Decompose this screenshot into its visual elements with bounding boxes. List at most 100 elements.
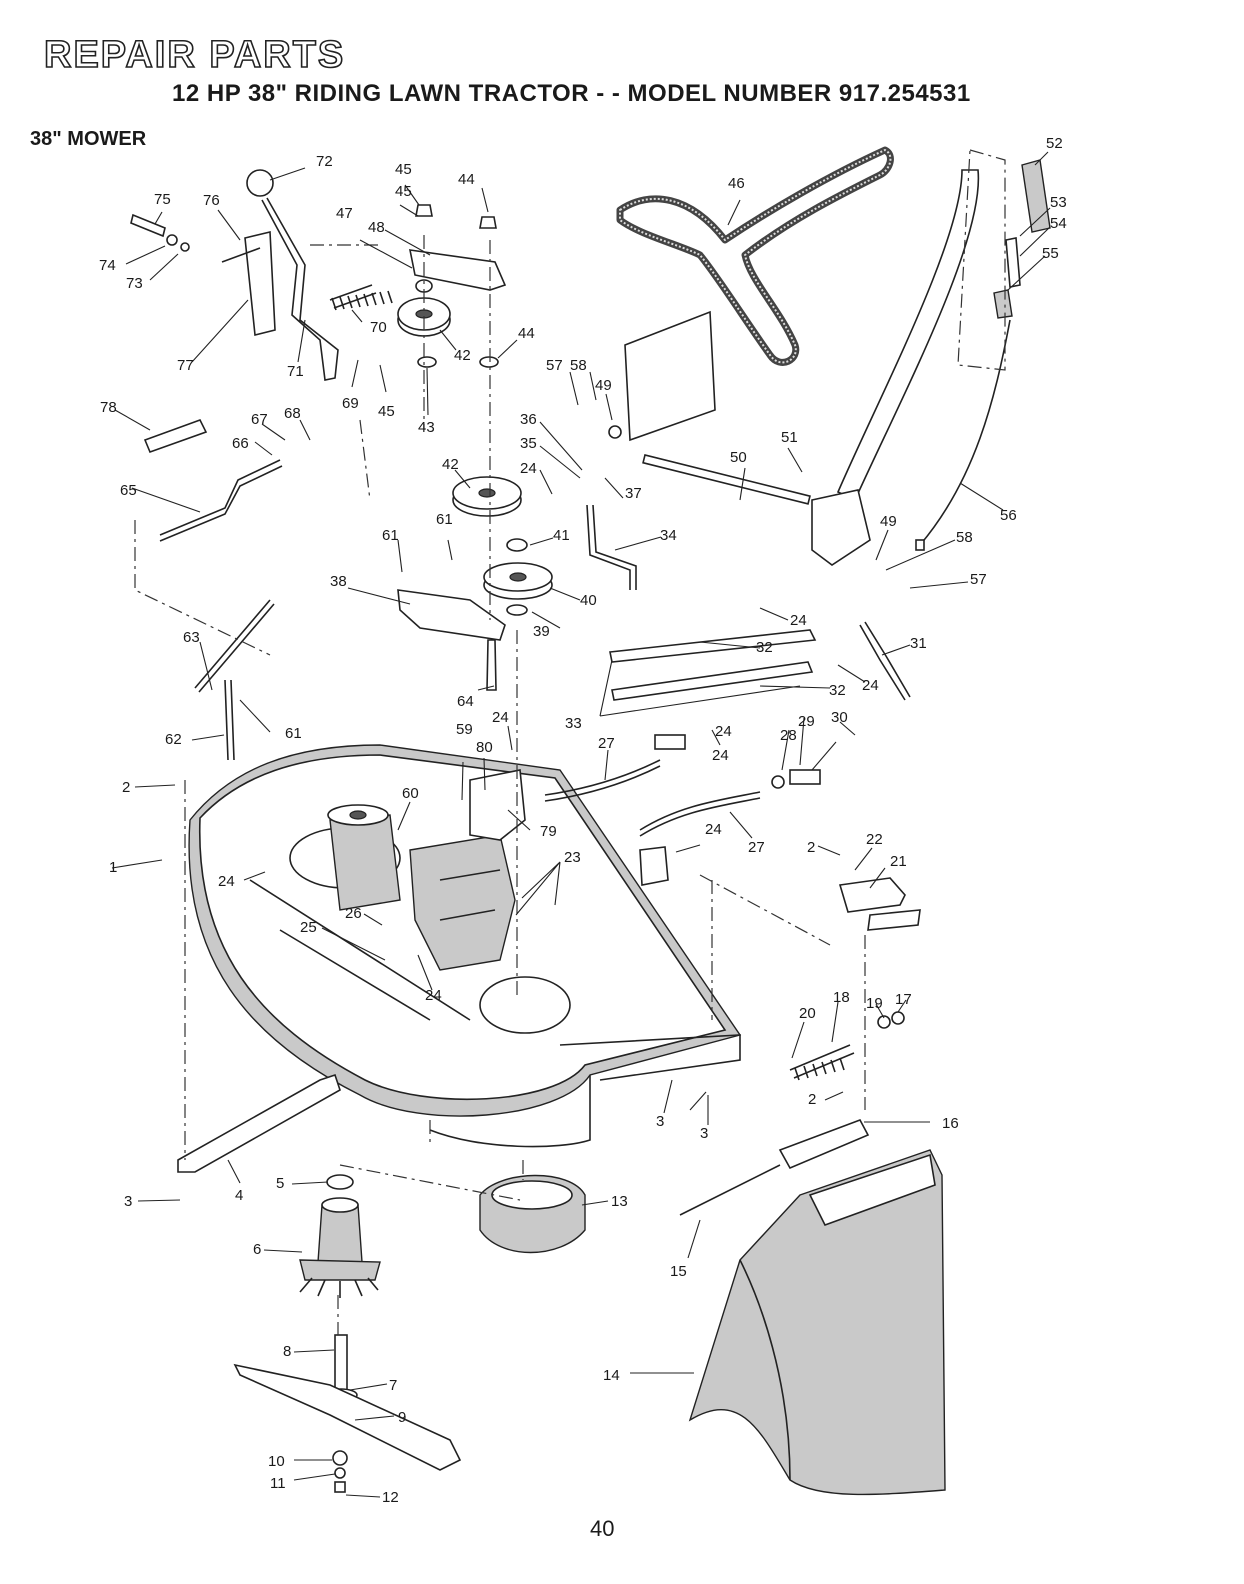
bolt-part: [130, 213, 166, 238]
part-callout-number: 14: [603, 1367, 620, 1384]
part-callout-number: 45: [395, 183, 412, 200]
part-callout-number: 7: [389, 1377, 397, 1394]
rod-part: [679, 1164, 781, 1216]
grass-chute-part: [688, 1149, 946, 1496]
part-callout-number: 24: [712, 747, 729, 764]
washer-part: [479, 356, 499, 368]
lift-lever-part: [608, 169, 980, 566]
part-callout-number: 55: [1042, 245, 1059, 262]
part-callout-number: 24: [520, 460, 537, 477]
washer-part: [891, 1011, 905, 1025]
washer-part: [180, 242, 190, 252]
part-callout-number: 42: [442, 456, 459, 473]
part-callout-number: 44: [458, 171, 475, 188]
part-callout-number: 77: [177, 357, 194, 374]
part-callout-number: 6: [253, 1241, 261, 1258]
blade-adapter-part: [479, 1174, 586, 1254]
part-callout-number: 69: [342, 395, 359, 412]
drive-belt-part: [616, 146, 894, 366]
part-callout-number: 27: [748, 839, 765, 856]
part-callout-number: 2: [808, 1091, 816, 1108]
part-callout-number: 53: [1050, 194, 1067, 211]
part-callout-number: 71: [287, 363, 304, 380]
model-subtitle: 12 HP 38" RIDING LAWN TRACTOR - - MODEL …: [172, 80, 971, 107]
part-callout-number: 43: [418, 419, 435, 436]
part-callout-number: 58: [956, 529, 973, 546]
lever-grip-part: [915, 159, 1051, 551]
washer-part: [166, 234, 178, 246]
part-callout-number: 70: [370, 319, 387, 336]
part-callout-number: 3: [124, 1193, 132, 1210]
washer-part: [417, 356, 437, 368]
assembly-guide-lines: [134, 149, 1006, 1335]
part-callout-number: 20: [799, 1005, 816, 1022]
part-callout-number: 50: [730, 449, 747, 466]
part-callout-number: 47: [336, 205, 353, 222]
washer-part: [877, 1015, 891, 1029]
tension-spring-part: [143, 419, 208, 454]
stabilizer-bracket-part: [177, 1073, 341, 1173]
ferrule-part: [654, 734, 821, 789]
part-callout-number: 24: [425, 987, 442, 1004]
part-callout-number: 32: [829, 682, 846, 699]
part-callout-number: 24: [862, 677, 879, 694]
part-callout-number: 38: [330, 573, 347, 590]
part-callout-number: 5: [276, 1175, 284, 1192]
part-callout-number: 11: [270, 1475, 286, 1492]
part-callout-number: 24: [790, 612, 807, 629]
part-callout-number: 46: [728, 175, 745, 192]
part-callout-number: 3: [656, 1113, 664, 1130]
deck-spindle-assembly-part: [327, 804, 401, 911]
support-bracket-part: [867, 909, 921, 931]
part-callout-number: 41: [553, 527, 570, 544]
part-callout-number: 26: [345, 905, 362, 922]
part-callout-number: 32: [756, 639, 773, 656]
part-callout-number: 75: [154, 191, 171, 208]
part-callout-number: 29: [798, 713, 815, 730]
part-callout-number: 48: [368, 219, 385, 236]
callout-leader-lines: [111, 151, 1051, 1498]
part-callout-number: 30: [831, 709, 848, 726]
part-callout-number: 51: [781, 429, 798, 446]
part-callout-number: 49: [880, 513, 897, 530]
part-callout-number: 28: [780, 727, 797, 744]
part-callout-number: 16: [942, 1115, 959, 1132]
spring-part: [789, 1044, 855, 1081]
part-callout-number: 4: [235, 1187, 243, 1204]
part-callout-number: 58: [570, 357, 587, 374]
part-callout-number: 65: [120, 482, 137, 499]
part-callout-number: 61: [382, 527, 399, 544]
part-callout-number: 19: [866, 995, 883, 1012]
part-callout-number: 22: [866, 831, 883, 848]
part-callout-number: 24: [705, 821, 722, 838]
deck-bracket-part: [397, 589, 506, 641]
part-callout-number: 45: [395, 161, 412, 178]
part-callout-number: 10: [268, 1453, 285, 1470]
part-callout-number: 3: [700, 1125, 708, 1142]
part-callout-number: 24: [492, 709, 509, 726]
pivot-bracket-part: [778, 1119, 870, 1170]
part-callout-number: 64: [457, 693, 474, 710]
part-callout-number: 31: [910, 635, 927, 652]
part-callout-number: 61: [436, 511, 453, 528]
part-callout-number: 54: [1050, 215, 1067, 232]
part-callout-number: 25: [300, 919, 317, 936]
part-callout-number: 73: [126, 275, 143, 292]
part-callout-number: 23: [564, 849, 581, 866]
section-title: 38" MOWER: [30, 128, 147, 150]
support-bracket-part: [838, 877, 906, 913]
part-callout-number: 2: [807, 839, 815, 856]
page-number: 40: [590, 1516, 615, 1541]
part-callout-number: 34: [660, 527, 677, 544]
part-callout-number: 61: [285, 725, 302, 742]
part-callout-number: 42: [454, 347, 471, 364]
spindle-housing-part: [299, 1174, 381, 1298]
washer-part: [506, 604, 528, 616]
part-callout-number: 76: [203, 192, 220, 209]
part-callout-number: 35: [520, 435, 537, 452]
part-callout-number: 1: [109, 859, 117, 876]
drive-pulley-part: [483, 562, 553, 600]
